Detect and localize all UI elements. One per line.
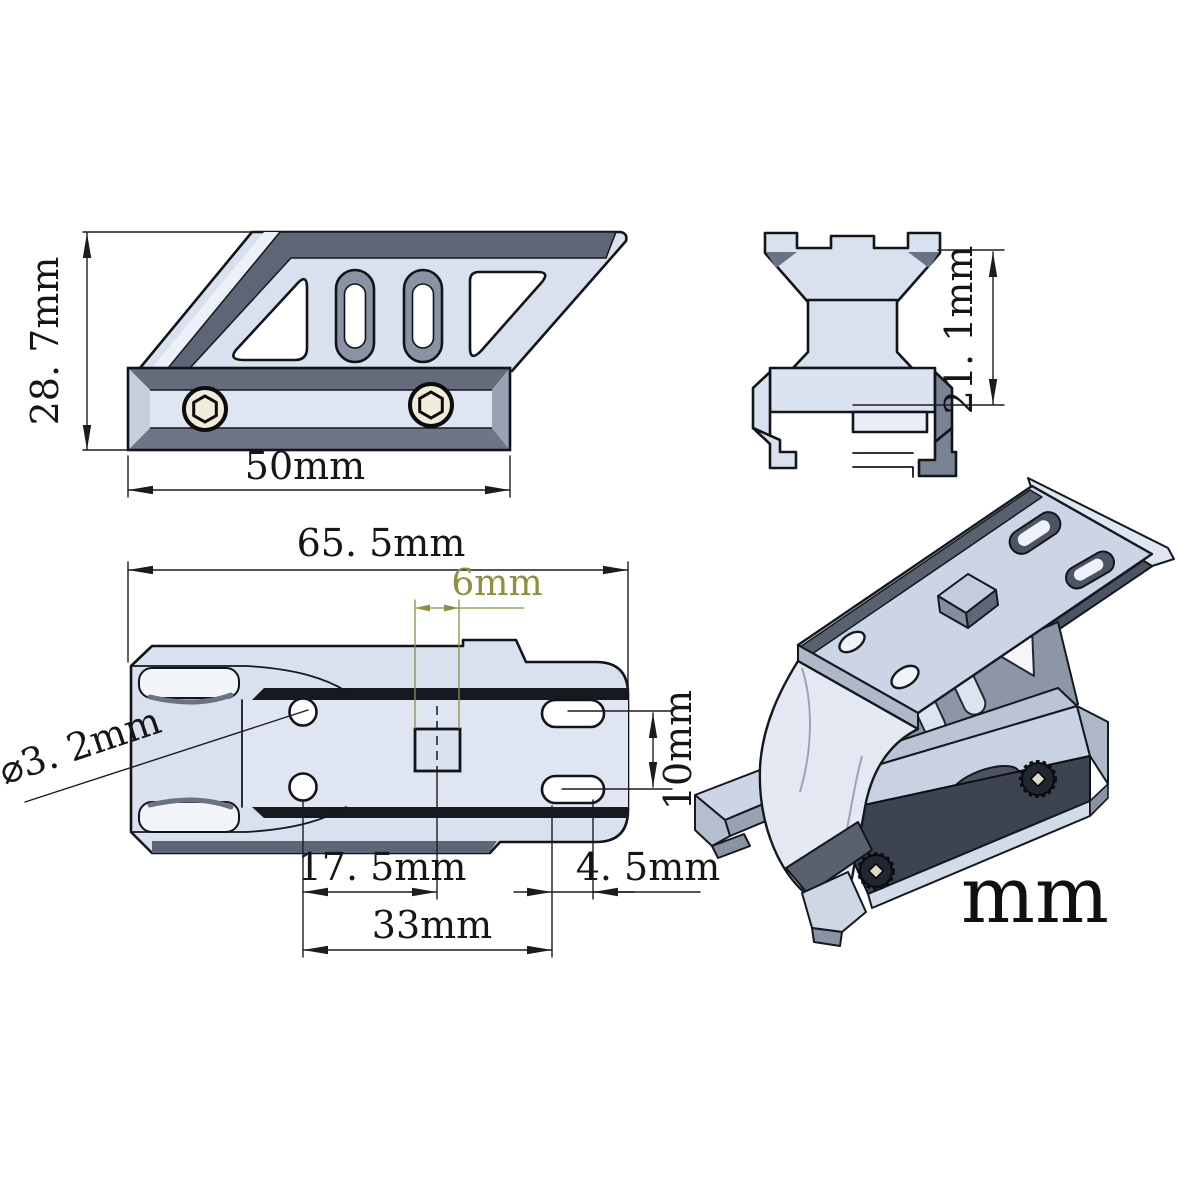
end-wing-shadow-left xyxy=(766,252,797,268)
end-wing-shadow-right xyxy=(908,252,939,268)
side-slot-2-hole xyxy=(411,283,435,349)
dim-hole-to-slot: 33mm xyxy=(302,903,553,955)
top-clamp-shadow-band xyxy=(152,841,497,853)
end-waist xyxy=(791,298,914,370)
top-rail-strip-lower xyxy=(252,807,628,818)
dim-label-slot-spacing: 10mm xyxy=(656,690,700,810)
hex-screw-right xyxy=(408,382,454,428)
top-square-recess xyxy=(413,727,462,773)
dim-label-hole-to-recess: 17. 5mm xyxy=(298,845,467,889)
dim-label-top-length: 65. 5mm xyxy=(297,521,466,565)
iso-plate-hole-1 xyxy=(838,630,866,654)
dim-label-side-width: 50mm xyxy=(245,444,365,488)
iso-plate-nub xyxy=(937,573,999,629)
iso-view xyxy=(694,477,1175,947)
dim-label-side-height: 28. 7mm xyxy=(23,257,67,426)
top-slot-upper xyxy=(540,698,606,729)
top-rail-strip-upper xyxy=(252,688,628,700)
dim-end-height: 21. 1mm xyxy=(852,246,1005,415)
end-foot-left xyxy=(751,426,798,470)
iso-near-foot xyxy=(801,871,867,933)
dim-side-width: 50mm xyxy=(127,444,511,498)
dim-top-recess: 6mm xyxy=(414,563,543,729)
hex-screw-left xyxy=(182,386,228,432)
iso-screw-right xyxy=(1019,760,1057,798)
iso-rail-bottom-tip xyxy=(1089,783,1109,817)
side-cutout-triangle-left xyxy=(232,277,309,362)
iso-rail-arm-foot xyxy=(711,833,751,859)
dim-slot-spacing: 10mm xyxy=(561,690,700,810)
dim-top-length: 65. 5mm xyxy=(127,521,629,689)
side-arm-chamfer xyxy=(152,232,280,368)
side-slot-1-hole xyxy=(343,283,367,349)
top-hole-lower xyxy=(288,772,318,802)
side-rail-base xyxy=(126,366,512,452)
top-view-part xyxy=(129,638,630,855)
end-top-plate xyxy=(763,231,942,304)
iso-plate-slot-1 xyxy=(1008,511,1062,555)
dim-label-hole-to-slot: 33mm xyxy=(372,903,492,947)
iso-screw-left xyxy=(857,852,895,890)
dim-label-end-height: 21. 1mm xyxy=(937,246,981,415)
dim-label-slot-length: 4. 5mm xyxy=(576,845,721,889)
end-view-part xyxy=(751,231,958,478)
side-view: 28. 7mm 50mm xyxy=(23,230,628,498)
top-jaw-notch-upper xyxy=(138,667,240,699)
dim-slot-length: 4. 5mm xyxy=(513,799,721,958)
end-foot-right xyxy=(917,426,958,478)
dim-side-height: 28. 7mm xyxy=(23,231,259,451)
iso-rail-arm-hook xyxy=(694,794,731,847)
top-view: 65. 5mm 6mm ⌀3. 2mm 10mm 17. 5mm xyxy=(0,521,721,958)
dim-hole-to-recess: 17. 5mm xyxy=(298,770,467,958)
iso-clamp-shadow xyxy=(785,821,873,895)
end-view: 21. 1mm xyxy=(751,231,1005,478)
end-recess-step xyxy=(851,410,929,434)
iso-plate-slot-2 xyxy=(1065,550,1115,590)
side-cutout-triangle-right xyxy=(468,270,547,358)
iso-near-foot-hook xyxy=(811,927,843,947)
side-view-part xyxy=(126,230,628,452)
dim-label-top-recess: 6mm xyxy=(451,563,542,604)
iso-plate-hole-2 xyxy=(890,664,920,690)
unit-label: mm xyxy=(961,851,1109,941)
